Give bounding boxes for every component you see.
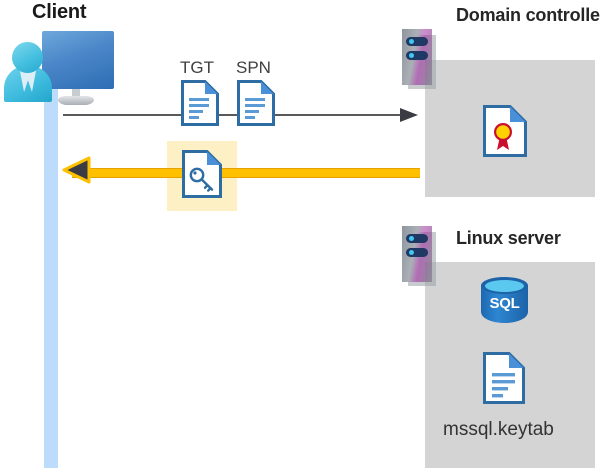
domain-controller-server-rack-icon [402, 29, 436, 89]
tgt-label: TGT [180, 58, 214, 77]
linux-server-label: Linux server [456, 228, 561, 248]
spn-document-icon [237, 80, 275, 126]
client-lifeline [44, 88, 58, 468]
domain-controller-label: Domain controller [456, 5, 600, 25]
certificate-document-icon [483, 105, 527, 157]
request-arrow-line [63, 114, 403, 116]
spn-label: SPN [236, 58, 271, 77]
user-icon-head [12, 42, 43, 73]
tgt-document-icon [181, 80, 219, 126]
sql-database-label: SQL [489, 295, 520, 312]
keytab-filename-label: mssql.keytab [443, 419, 554, 440]
linux-server-server-rack-icon [402, 226, 436, 286]
keytab-document-icon [483, 352, 525, 404]
request-arrow-head-icon [400, 108, 418, 122]
monitor-base-icon [58, 96, 94, 105]
sql-database-icon: SQL [481, 277, 528, 331]
client-label: Client [32, 1, 87, 23]
key-document-icon [182, 150, 222, 198]
response-arrow-head-icon [62, 155, 92, 190]
monitor-neck-icon [72, 89, 80, 99]
monitor-icon [42, 31, 114, 89]
response-arrow-line [72, 168, 420, 178]
